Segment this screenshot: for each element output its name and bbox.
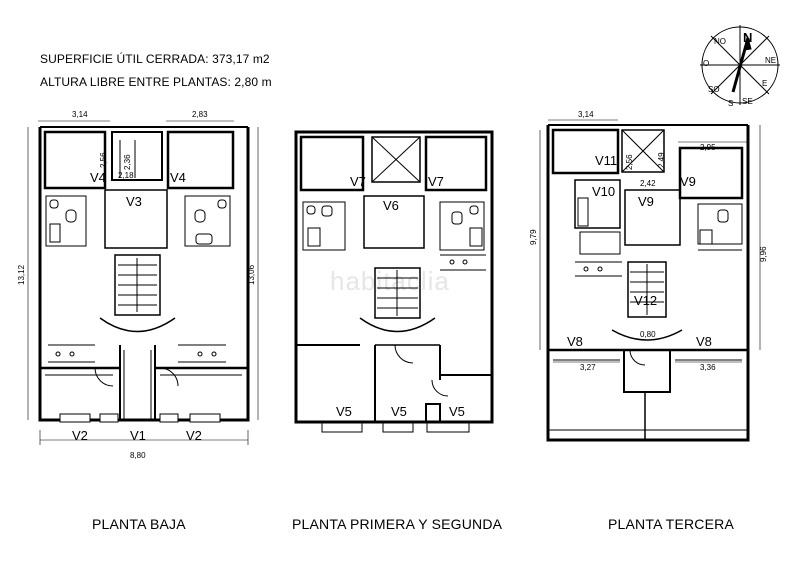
unit-label: V12 <box>634 293 657 308</box>
plan-title-baja: PLANTA BAJA <box>92 516 186 532</box>
dimension: 2,83 <box>192 110 208 119</box>
dimension: 2,18 <box>118 171 134 180</box>
plan-planta-primera <box>294 130 494 433</box>
compass-se: SE <box>742 97 753 106</box>
dimension: 2,36 <box>123 154 132 170</box>
unit-label: V8 <box>696 334 712 349</box>
dimension: 2,49 <box>657 152 666 168</box>
dimension: 3,36 <box>700 363 716 372</box>
unit-label: V2 <box>186 428 202 443</box>
compass-ne: NE <box>765 56 776 65</box>
watermark: habitaclia <box>330 266 450 296</box>
compass-s: S <box>728 99 733 108</box>
dimension: 8,80 <box>130 451 146 460</box>
compass-so: SO <box>708 85 720 94</box>
unit-label: V1 <box>130 428 146 443</box>
dimension: 3,27 <box>580 363 596 372</box>
unit-label: V10 <box>592 184 615 199</box>
dimension: 0,80 <box>640 330 656 339</box>
plan-planta-baja <box>27 120 259 445</box>
unit-label: V5 <box>391 404 407 419</box>
dimension: 13,12 <box>17 264 26 285</box>
unit-label: V4 <box>170 170 186 185</box>
compass-rose-icon <box>700 25 780 105</box>
unit-label: V2 <box>72 428 88 443</box>
area-info: SUPERFICIE ÚTIL CERRADA: 373,17 m2 <box>40 52 270 66</box>
dimension: 3,14 <box>72 110 88 119</box>
dimension: 2,56 <box>99 152 108 168</box>
compass-e: E <box>762 79 767 88</box>
unit-label: V11 <box>595 153 617 168</box>
dimension: 13,06 <box>247 264 256 285</box>
baja-labels: V4 V4 V3 V2 V1 V2 3,14 2,83 2,56 2,36 2,… <box>17 110 256 460</box>
dimension: 2,95 <box>700 143 716 152</box>
dimension: 2,56 <box>625 154 634 170</box>
dimension: 3,14 <box>578 110 594 119</box>
unit-label: V9 <box>638 194 654 209</box>
unit-label: V6 <box>383 198 399 213</box>
unit-label: V4 <box>90 170 106 185</box>
compass-o: O <box>703 59 709 68</box>
unit-label: V3 <box>126 194 142 209</box>
unit-label: V5 <box>449 404 465 419</box>
height-info: ALTURA LIBRE ENTRE PLANTAS: 2,80 m <box>40 75 272 89</box>
unit-label: V7 <box>428 174 444 189</box>
compass-labels: N NE E SE S SO O NO <box>703 30 776 108</box>
tercera-labels: V11 V10 V9 V9 V12 V8 V8 3,14 2,95 2,56 2… <box>529 110 768 372</box>
unit-label: V5 <box>336 404 352 419</box>
plan-planta-tercera <box>539 119 761 442</box>
dimension: 9,79 <box>529 229 538 245</box>
compass-n: N <box>743 30 752 45</box>
primera-labels: V7 V6 V7 V5 V5 V5 <box>336 174 465 419</box>
dimension: 2,42 <box>640 179 656 188</box>
dimension: 9,96 <box>759 246 768 262</box>
plan-title-primera: PLANTA PRIMERA Y SEGUNDA <box>292 516 503 532</box>
unit-label: V7 <box>350 174 366 189</box>
compass-no: NO <box>714 37 726 46</box>
unit-label: V8 <box>567 334 583 349</box>
plan-title-tercera: PLANTA TERCERA <box>608 516 734 532</box>
unit-label: V9 <box>680 174 696 189</box>
